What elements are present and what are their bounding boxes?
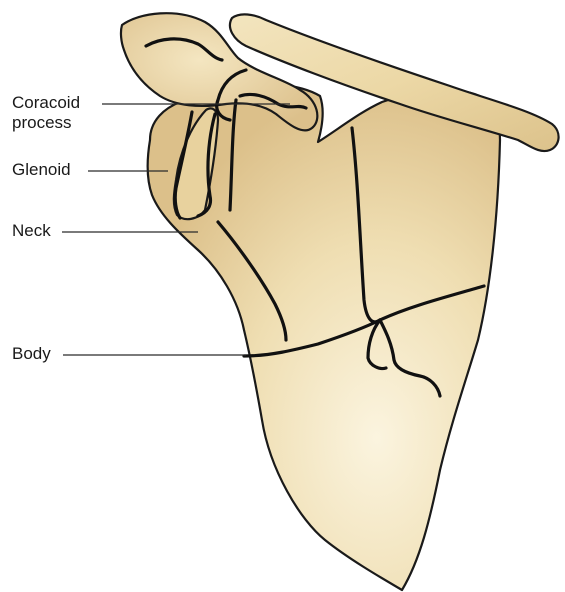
body-label: Body: [12, 344, 51, 364]
neck-label: Neck: [12, 221, 51, 241]
glenoid-label: Glenoid: [12, 160, 71, 180]
coracoid-process-label-line2: process: [12, 113, 72, 133]
coracoid-process-label-line1: Coracoid: [12, 93, 80, 113]
